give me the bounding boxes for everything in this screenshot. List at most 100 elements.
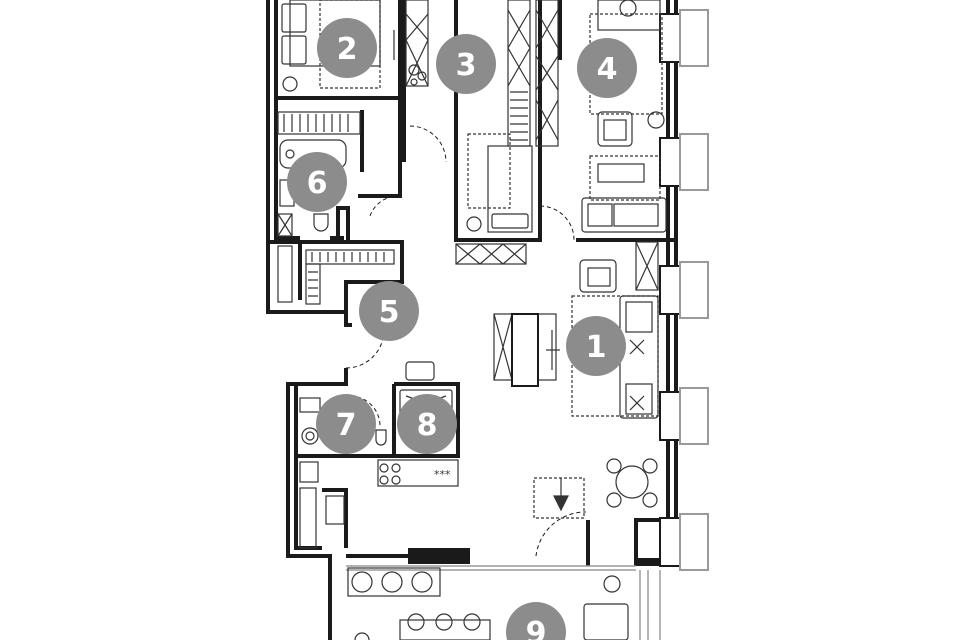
door-swings: [345, 125, 587, 557]
wardrobe-x: [405, 39, 429, 87]
armchair-seat: [587, 267, 611, 287]
wall-laundry8: [296, 382, 460, 458]
entry-arrow-icon: [553, 495, 569, 512]
room-marker-7[interactable]: 7: [316, 394, 376, 454]
side-stand: [635, 241, 659, 291]
window-sill: [679, 9, 709, 67]
closet-hangers: [308, 271, 318, 297]
wall-kitchen-left: [322, 488, 348, 548]
window: [659, 137, 681, 187]
wall-corridor-west: [358, 160, 402, 198]
dining-chair: [642, 492, 658, 508]
room-marker-8[interactable]: 8: [397, 394, 457, 454]
plant-icon: [354, 632, 370, 640]
bed: [487, 145, 533, 233]
bench: [455, 243, 527, 265]
closet: [277, 245, 293, 303]
washer-icon: [301, 427, 319, 445]
room-number: 4: [597, 52, 618, 87]
armchair: [597, 111, 633, 147]
room-marker-5[interactable]: 5: [359, 281, 419, 341]
side-stand-x: [635, 241, 659, 291]
stair-outline: [533, 477, 585, 519]
washer-icon: [305, 431, 315, 441]
sofa-seat: [613, 203, 659, 227]
wall-hall-stub: [336, 206, 350, 242]
chair-icon: [282, 76, 298, 92]
room-marker-circle: [506, 602, 566, 640]
cabinet-x: [277, 213, 293, 237]
dining-table: [615, 465, 649, 499]
pillow: [281, 35, 307, 65]
chair-icon: [466, 216, 482, 232]
plant-icon: [351, 571, 373, 593]
sink: [299, 397, 321, 413]
room-marker-circle: [577, 38, 637, 98]
bench-x: [455, 243, 527, 265]
planter: [347, 567, 441, 597]
room-number: 1: [586, 330, 607, 365]
counter: [377, 459, 459, 487]
plant-icon: [411, 571, 433, 593]
wardrobe: [535, 0, 559, 147]
room-number: 9: [526, 616, 547, 640]
balcony-glazing: [346, 565, 661, 640]
sofa-seat: [587, 203, 613, 227]
room-marker-circle: [436, 34, 496, 94]
sofa: [581, 197, 667, 233]
stool: [407, 613, 425, 631]
pillow-icon: [629, 339, 645, 411]
room-marker-2[interactable]: 2: [317, 18, 377, 78]
room-number: 3: [456, 48, 477, 83]
coffee-table: [589, 155, 661, 201]
tv-console-x: [493, 313, 513, 381]
plant-icon: [417, 71, 427, 81]
door-swing: [369, 195, 401, 217]
sofa-seat: [625, 301, 653, 333]
plant-icon: [410, 78, 418, 86]
wardrobe-x: [535, 9, 559, 141]
toilet-icon: [313, 213, 329, 232]
fridge: [299, 461, 319, 483]
room-number: 6: [307, 166, 328, 201]
closet: [305, 249, 395, 265]
room-marker-3[interactable]: 3: [436, 34, 496, 94]
wall-pier: [266, 0, 270, 312]
wall-pier: [408, 548, 470, 564]
window: [659, 265, 681, 315]
window: [659, 517, 681, 567]
dining-chair: [606, 492, 622, 508]
stool: [463, 613, 481, 631]
lounge-chair: [583, 603, 629, 640]
closet-hangers: [311, 252, 385, 262]
room-marker-6[interactable]: 6: [287, 152, 347, 212]
room-number: 7: [336, 408, 357, 443]
room-marker-9[interactable]: 9: [506, 602, 566, 640]
bed-headboard: [491, 213, 529, 229]
wardrobe: [405, 0, 429, 87]
door-swing: [535, 511, 587, 557]
room-marker-1[interactable]: 1: [566, 316, 626, 376]
plant-icon: [603, 575, 621, 593]
sofa-seat: [625, 383, 653, 415]
door-swing: [349, 395, 381, 427]
window: [659, 13, 681, 63]
wall-pier: [398, 0, 406, 162]
desk-outline: [589, 13, 663, 115]
plant-icon: [647, 111, 665, 129]
hob-burner: [379, 463, 389, 473]
window-sill: [679, 387, 709, 445]
pillow: [281, 3, 307, 33]
room-marker-4[interactable]: 4: [577, 38, 637, 98]
room-marker-circle: [316, 394, 376, 454]
dining-chair: [606, 458, 622, 474]
plant-icon: [381, 571, 403, 593]
wardrobe-x: [507, 9, 531, 87]
room-marker-circle: [359, 281, 419, 341]
hob-burner: [391, 463, 401, 473]
wardrobe-hangers: [510, 91, 528, 141]
sink: [325, 495, 345, 525]
room-markers: 1 2 3 4 5 6 7 8: [287, 18, 637, 640]
door-swing: [409, 125, 447, 163]
room-marker-circle: [397, 394, 457, 454]
